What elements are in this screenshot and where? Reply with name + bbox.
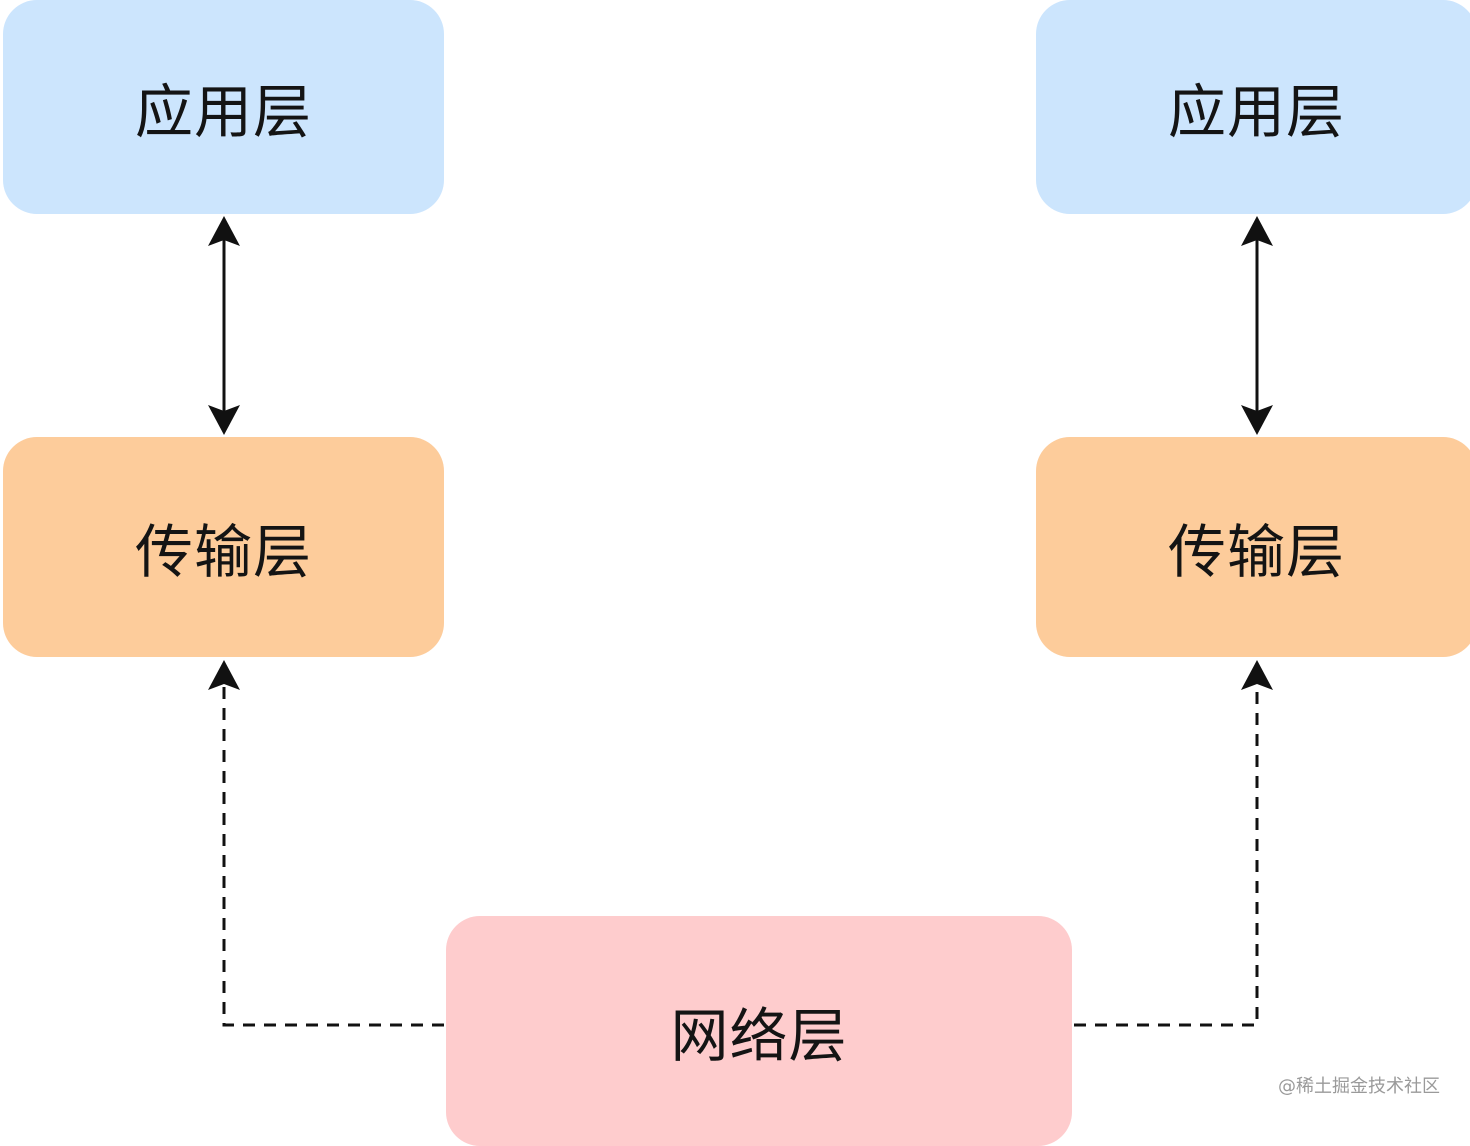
- application-layer-box-left: 应用层: [3, 0, 444, 214]
- arrowhead-up: [208, 216, 240, 246]
- edge-network-transport-left: [208, 660, 444, 1027]
- edge-app-right-transport-right: [1241, 216, 1273, 435]
- edge-line: [222, 684, 444, 1027]
- watermark-text: @稀土掘金技术社区: [1278, 1076, 1440, 1097]
- network-layer-box: 网络层: [446, 916, 1072, 1146]
- transport-layer-box-left: 传输层: [3, 437, 444, 657]
- transport-layer-box-right: 传输层: [1036, 437, 1470, 657]
- arrowhead-up: [208, 660, 240, 690]
- application-layer-label: 应用层: [134, 78, 312, 146]
- arrowhead-down: [1241, 405, 1273, 435]
- transport-layer-label: 传输层: [134, 518, 312, 586]
- arrowhead-up: [1241, 660, 1273, 690]
- arrowhead-down: [208, 405, 240, 435]
- network-layer-label: 网络层: [670, 1002, 848, 1070]
- edge-line: [1074, 684, 1259, 1027]
- transport-layer-label: 传输层: [1167, 518, 1345, 586]
- application-layer-box-right: 应用层: [1036, 0, 1470, 214]
- edge-app-left-transport-left: [208, 216, 240, 435]
- application-layer-label: 应用层: [1167, 78, 1345, 146]
- arrowhead-up: [1241, 216, 1273, 246]
- edge-network-transport-right: [1074, 660, 1273, 1027]
